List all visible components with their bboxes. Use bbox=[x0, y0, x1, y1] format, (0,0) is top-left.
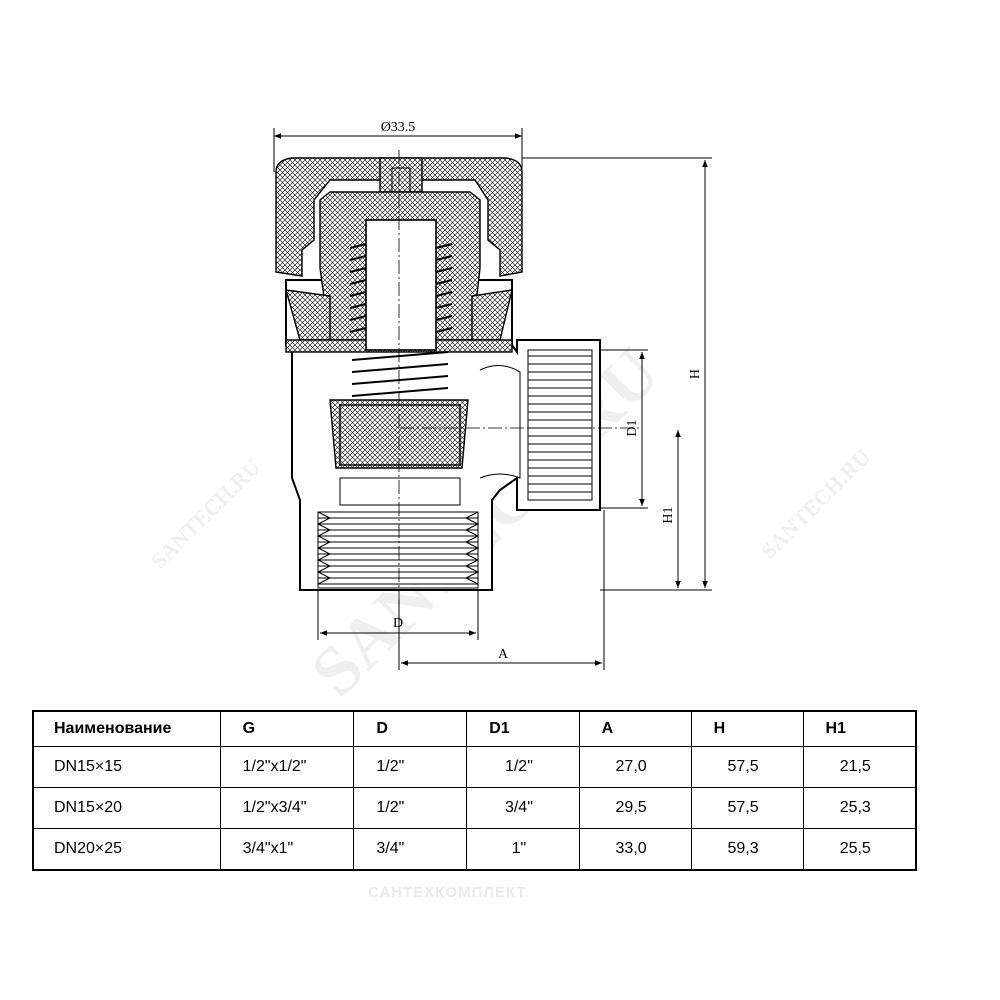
cell-d: 1/2" bbox=[353, 746, 468, 788]
table-row: DN15×20 1/2"x3/4" 1/2" 3/4" 29,5 57,5 25… bbox=[32, 787, 917, 829]
col-header-d1: D1 bbox=[466, 710, 580, 747]
spec-table: Наименование G D D1 A H H1 DN15×15 1/2"x… bbox=[32, 710, 917, 871]
cell-d: 3/4" bbox=[353, 828, 468, 871]
cell-name: DN20×25 bbox=[32, 828, 221, 871]
dimension-lines bbox=[273, 128, 712, 670]
cell-h1: 21,5 bbox=[802, 746, 917, 788]
cell-d: 1/2" bbox=[353, 787, 468, 829]
cell-h1: 25,5 bbox=[802, 828, 917, 871]
col-header-name: Наименование bbox=[32, 710, 221, 747]
col-header-g: G bbox=[219, 710, 355, 747]
cell-a: 33,0 bbox=[578, 828, 692, 871]
cell-g: 1/2"x3/4" bbox=[219, 787, 355, 829]
dim-label-h1: H1 bbox=[661, 506, 676, 523]
col-header-a: A bbox=[578, 710, 692, 747]
valve-section-drawing: SANTECH.RU SANTECH.RU SANTECH.RU bbox=[146, 120, 875, 700]
cell-d1: 1" bbox=[466, 828, 580, 871]
cell-a: 27,0 bbox=[578, 746, 692, 788]
cell-h: 57,5 bbox=[690, 746, 804, 788]
brand-watermark: САНТЕХКОМПЛЕКТ bbox=[368, 884, 527, 901]
dim-label-d1: D1 bbox=[625, 419, 640, 436]
cell-name: DN15×20 bbox=[32, 787, 221, 829]
cell-h: 59,3 bbox=[690, 828, 804, 871]
col-header-h1: H1 bbox=[802, 710, 917, 747]
centre-lines bbox=[398, 150, 640, 620]
col-header-d: D bbox=[353, 710, 468, 747]
table-row: DN20×25 3/4"x1" 3/4" 1" 33,0 59,3 25,5 bbox=[32, 828, 917, 871]
cell-a: 29,5 bbox=[578, 787, 692, 829]
cell-name: DN15×15 bbox=[32, 746, 221, 788]
cell-g: 1/2"x1/2" bbox=[219, 746, 355, 788]
dimension-labels: Ø33.5 H D1 H1 D A bbox=[381, 120, 703, 662]
watermark-right: SANTECH.RU bbox=[756, 444, 875, 563]
cell-g: 3/4"x1" bbox=[219, 828, 355, 871]
cell-d1: 3/4" bbox=[466, 787, 580, 829]
cell-h1: 25,3 bbox=[802, 787, 917, 829]
table-row: DN15×15 1/2"x1/2" 1/2" 1/2" 27,0 57,5 21… bbox=[32, 746, 917, 788]
cell-d1: 1/2" bbox=[466, 746, 580, 788]
dim-label-h: H bbox=[688, 369, 703, 379]
spec-table-header-row: Наименование G D D1 A H H1 bbox=[32, 710, 917, 747]
col-header-h: H bbox=[690, 710, 804, 747]
cell-h: 57,5 bbox=[690, 787, 804, 829]
watermark-left: SANTECH.RU bbox=[146, 454, 265, 573]
dim-label-diameter: Ø33.5 bbox=[381, 120, 416, 135]
dim-label-d: D bbox=[393, 616, 403, 631]
valve-internals bbox=[285, 191, 513, 469]
dim-label-a: A bbox=[498, 647, 509, 662]
